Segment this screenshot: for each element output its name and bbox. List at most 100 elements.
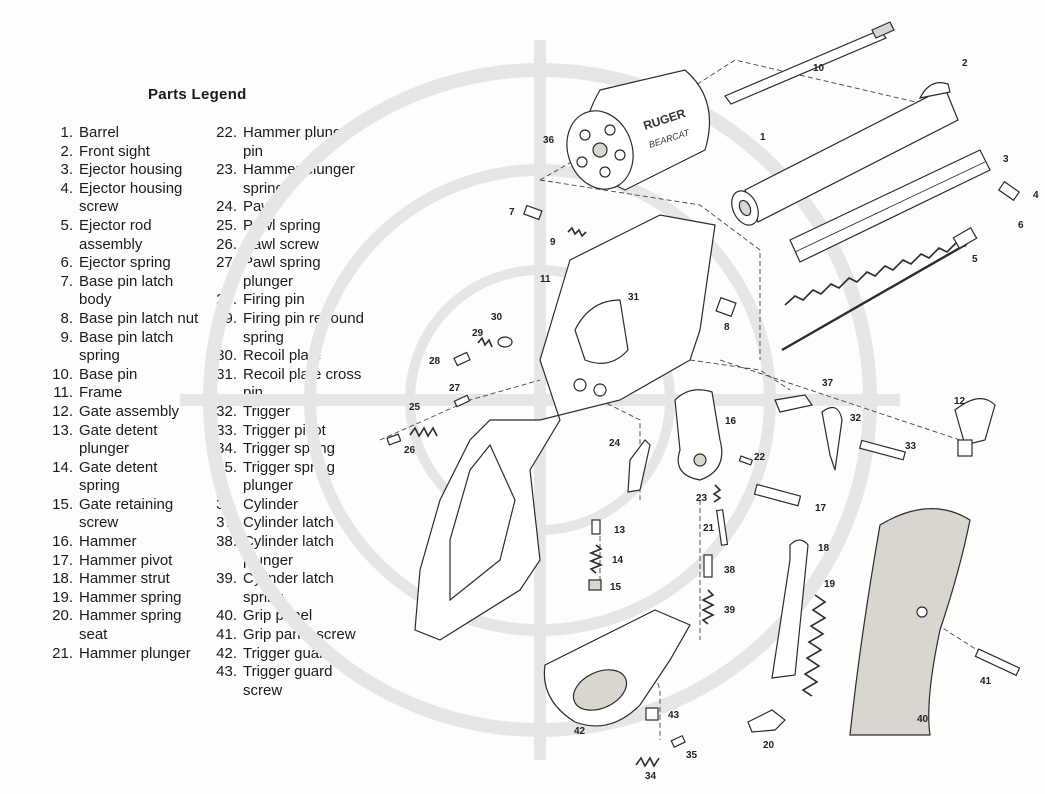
legend-item-name: Base pin latch body — [79, 272, 174, 309]
hammer-spring-seat — [747, 709, 786, 733]
legend-item: 30.Recoil plate — [204, 347, 364, 366]
callout-17: 17 — [815, 503, 827, 514]
callout-36: 36 — [543, 135, 555, 146]
legend-item-number: 14. — [52, 458, 73, 476]
legend-item-name: Pawl spring plunger — [243, 254, 321, 290]
trigger-spring-plunger — [670, 734, 686, 748]
legend-item-number: 43. — [216, 663, 237, 681]
legend-item-name: Ejector housing screw — [79, 179, 183, 216]
trigger-guard — [543, 609, 691, 727]
callout-14: 14 — [612, 555, 624, 566]
callout-22: 22 — [754, 452, 766, 463]
legend-item-name: Hammer — [79, 533, 137, 551]
base-pin-latch-nut — [715, 296, 737, 318]
legend-item-number: 26. — [216, 235, 237, 253]
legend-item-number: 32. — [216, 402, 237, 420]
callout-31: 31 — [628, 292, 640, 303]
callout-3: 3 — [1003, 154, 1009, 165]
legend-item-name: Trigger — [243, 402, 290, 420]
callout-24: 24 — [609, 438, 621, 449]
callout-8: 8 — [724, 322, 730, 333]
legend-item-number: 13. — [52, 421, 73, 439]
gate-retaining-screw — [588, 579, 602, 591]
legend-item-number: 31. — [216, 365, 237, 383]
legend-item-name: Gate retaining screw — [79, 495, 174, 532]
callout-42: 42 — [574, 726, 586, 737]
callout-1: 1 — [760, 132, 766, 143]
cylinder-latch-spring — [701, 589, 715, 625]
legend-item-number: 39. — [216, 570, 237, 588]
legend-item-number: 8. — [60, 309, 73, 327]
legend-item-name: Gate detent spring — [79, 458, 158, 495]
callout-43: 43 — [668, 710, 680, 721]
legend-item-number: 25. — [216, 216, 237, 234]
legend-item-number: 24. — [216, 198, 237, 216]
legend-item: 14. Gate detent spring — [40, 459, 200, 496]
callout-12: 12 — [954, 396, 966, 407]
legend-item-name: Base pin — [79, 365, 138, 383]
callout-7: 7 — [509, 207, 515, 218]
legend-item: 11.Frame — [40, 384, 200, 403]
ejector-housing — [789, 149, 991, 263]
front-sight — [918, 82, 951, 99]
legend-item: 10.Base pin — [40, 366, 200, 385]
legend-item: 5.Ejector rod assembly — [40, 217, 200, 254]
cylinder: RUGER BEARCAT — [566, 69, 711, 191]
grip-panel-screw — [974, 648, 1021, 677]
callout-20: 20 — [763, 740, 775, 751]
pawl-spring-plunger — [453, 394, 471, 408]
legend-item-name: Cylinder latch — [243, 514, 334, 532]
legend-item-number: 15. — [52, 495, 73, 513]
pawl — [627, 439, 651, 493]
legend-item-number: 34. — [216, 440, 237, 458]
legend-item-number: 17. — [52, 551, 73, 569]
pawl-screw — [386, 433, 402, 446]
legend-item-number: 22. — [216, 124, 237, 141]
legend-item-name: Hammer strut — [79, 570, 170, 588]
legend-item: 6.Ejector spring — [40, 254, 200, 273]
callout-26: 26 — [404, 445, 416, 456]
gate-detent-plunger — [591, 519, 601, 535]
legend-item-number: 38. — [216, 533, 237, 551]
base-pin-latch-body — [523, 204, 543, 221]
legend-item-name: Ejector spring — [79, 254, 171, 272]
callout-15: 15 — [610, 582, 622, 593]
callout-29: 29 — [472, 328, 484, 339]
callout-4: 4 — [1033, 190, 1039, 201]
ejector-rod-assembly — [781, 226, 978, 352]
crosshair-watermark — [180, 40, 900, 760]
legend-item: 17.Hammer pivot — [40, 552, 200, 571]
callout-18: 18 — [818, 543, 830, 554]
legend-item-name: Base pin latch nut — [79, 309, 199, 327]
callout-23: 23 — [696, 493, 708, 504]
legend-item: 22. Hammer plunger pin — [204, 124, 364, 161]
legend-item: 9.Base pin latch spring — [40, 329, 200, 366]
cylinder-latch — [774, 394, 814, 413]
hammer-strut — [771, 539, 809, 679]
legend-item: 13. Gate detent plunger — [40, 422, 200, 459]
legend-item-number: 41. — [216, 626, 237, 644]
callout-41: 41 — [980, 676, 992, 687]
legend-item: 3.Ejector housing — [40, 161, 200, 180]
callout-2: 2 — [962, 58, 968, 69]
trigger — [821, 406, 843, 471]
trigger-guard-screw — [645, 707, 659, 721]
legend-item-name: Gate detent plunger — [79, 421, 158, 458]
legend-item-name: Hammer spring seat — [79, 607, 182, 644]
cylinder-latch-plunger — [703, 554, 713, 578]
legend-item-name: Trigger guard screw — [243, 663, 333, 699]
callout-13: 13 — [614, 525, 626, 536]
frame — [414, 214, 716, 641]
callout-16: 16 — [725, 416, 737, 427]
legend-item: 4.Ejector housing screw — [40, 180, 200, 217]
callout-5: 5 — [972, 254, 978, 265]
hammer-plunger — [715, 509, 729, 546]
trigger-spring — [635, 756, 660, 768]
pawl-spring — [409, 426, 438, 438]
legend-item-number: 2. — [60, 142, 73, 160]
legend-item-name: Hammer plunger pin — [243, 124, 355, 160]
legend-item-number: 40. — [216, 607, 237, 625]
callout-6: 6 — [1018, 220, 1024, 231]
